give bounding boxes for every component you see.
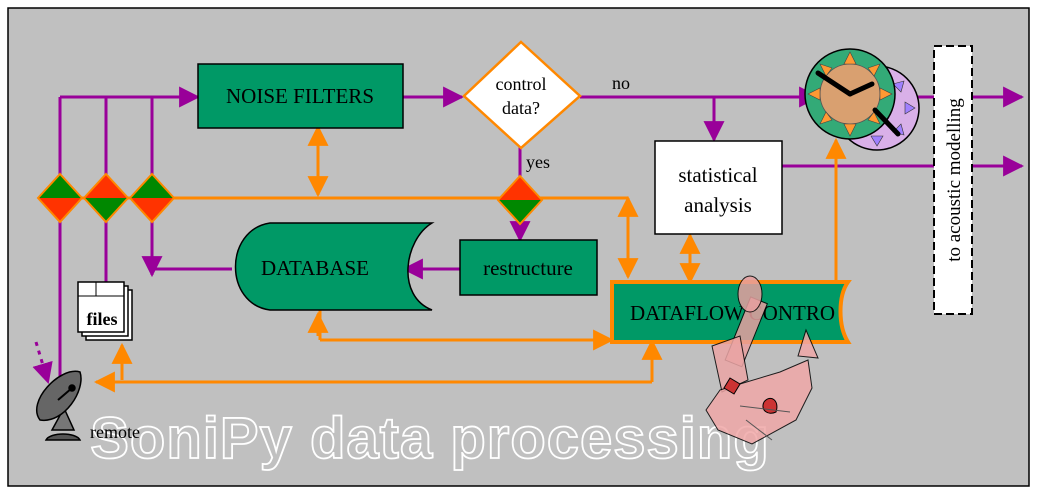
- control-data-decision: control data?: [462, 40, 582, 150]
- switch-diamond-yes: [496, 174, 544, 226]
- acoustic-modelling-box: to acoustic modelling: [933, 45, 973, 315]
- decision-label-line1: control: [496, 74, 547, 94]
- noise-filters-label: NOISE FILTERS: [226, 84, 374, 108]
- dataflow-control-label: DATAFLOW CONTRO: [630, 301, 835, 325]
- statistical-label-line1: statistical: [678, 163, 757, 187]
- restructure-box: restructure: [459, 239, 598, 296]
- purple-flow-lines: [32, 86, 1025, 395]
- clock-icon: [804, 48, 920, 151]
- database-label: DATABASE: [261, 256, 369, 280]
- diagram-title: SoniPy data processing: [90, 406, 770, 471]
- acoustic-label: to acoustic modelling: [944, 98, 965, 262]
- decision-label-line2: data?: [502, 98, 540, 118]
- database-shape: DATABASE: [234, 222, 435, 311]
- robot-arm-icon: [705, 275, 819, 445]
- restructure-label: restructure: [483, 256, 573, 280]
- switch-diamond-1: [36, 172, 84, 224]
- remote-label: remote: [90, 422, 140, 442]
- switch-diamond-3: [128, 172, 176, 224]
- dataflow-control-box: DATAFLOW CONTRO: [610, 280, 852, 344]
- file-stack-icon: files: [77, 281, 133, 341]
- statistical-analysis-box: statistical analysis: [654, 140, 783, 235]
- switch-diamond-2: [82, 172, 130, 224]
- branch-no-label: no: [612, 73, 630, 93]
- satellite-dish-icon: [36, 370, 82, 441]
- statistical-label-line2: analysis: [684, 193, 752, 217]
- noise-filters-box: NOISE FILTERS: [197, 63, 404, 129]
- branch-yes-label: yes: [526, 152, 550, 172]
- files-label: files: [87, 309, 118, 329]
